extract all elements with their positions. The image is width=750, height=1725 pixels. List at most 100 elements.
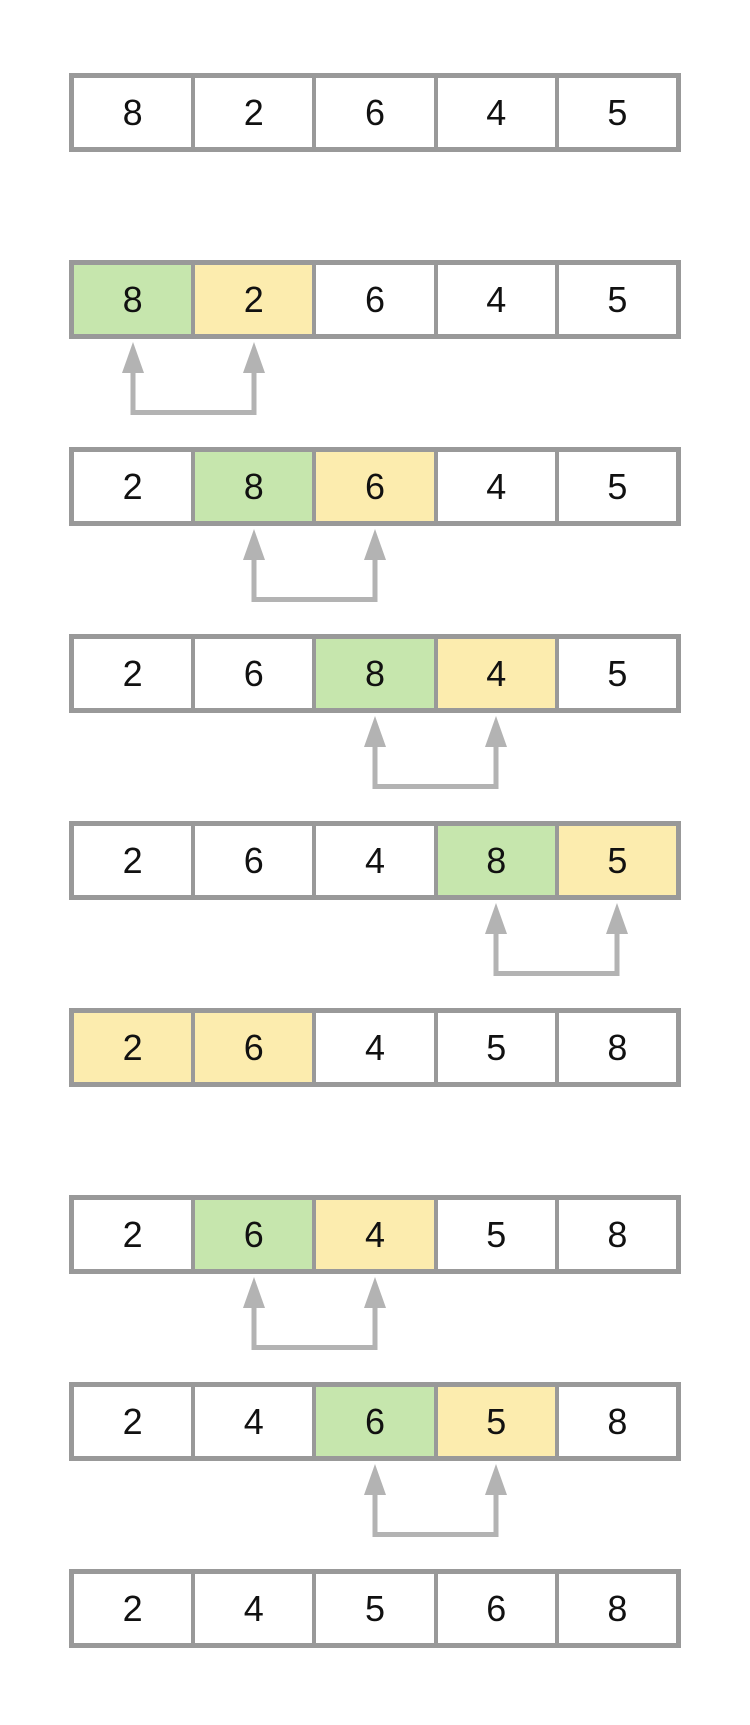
array-cell: 8 (193, 450, 315, 523)
array-cell: 4 (314, 1011, 436, 1084)
array-cell: 2 (72, 450, 194, 523)
arrow-head-icon (364, 1464, 386, 1495)
array-row: 2 4 6 5 8 (69, 1382, 681, 1461)
cell-value: 6 (243, 1026, 264, 1068)
cell-value: 8 (607, 1026, 628, 1068)
cell-value: 5 (364, 1587, 386, 1629)
arrow-head-icon (485, 1464, 507, 1495)
array-cell: 2 (72, 1011, 194, 1084)
array-row: 8 2 6 4 5 (69, 73, 681, 152)
cell-value: 2 (122, 1213, 143, 1255)
cell-value: 6 (364, 1400, 386, 1442)
array-cell: 8 (556, 1572, 679, 1645)
cell-value: 5 (607, 91, 628, 133)
cell-value: 2 (122, 1400, 143, 1442)
cell-value: 8 (122, 91, 143, 133)
cell-value: 6 (364, 465, 386, 507)
array-cell: 5 (556, 76, 679, 149)
array-row: 8 2 6 4 5 (69, 260, 681, 339)
array-cell: 8 (556, 1198, 679, 1271)
array-cell: 4 (435, 637, 557, 710)
cell-value: 6 (243, 1213, 264, 1255)
cell-value: 6 (243, 652, 264, 694)
cell-value: 4 (364, 1026, 386, 1068)
array-cell: 6 (193, 1198, 315, 1271)
cell-value: 8 (364, 652, 386, 694)
array-row: 2 6 4 5 8 (69, 1195, 681, 1274)
arrow-head-icon (243, 342, 265, 373)
cell-value: 4 (243, 1400, 264, 1442)
cell-value: 8 (607, 1213, 628, 1255)
cell-value: 2 (122, 839, 143, 881)
cell-value: 4 (364, 1213, 386, 1255)
array-cell: 4 (314, 1198, 436, 1271)
array-cell: 5 (556, 637, 679, 710)
cell-value: 8 (243, 465, 264, 507)
array-cell: 6 (314, 76, 436, 149)
cell-value: 4 (486, 91, 507, 133)
array-cell: 6 (193, 824, 315, 897)
arrow-head-icon (364, 716, 386, 747)
arrow-head-icon (485, 903, 507, 934)
array-cell: 6 (435, 1572, 557, 1645)
array-cell: 5 (556, 263, 679, 336)
cell-value: 4 (486, 465, 507, 507)
cell-value: 2 (122, 652, 143, 694)
array-cell: 2 (193, 263, 315, 336)
array-cell: 8 (314, 637, 436, 710)
cell-value: 2 (243, 278, 264, 320)
cell-value: 5 (607, 652, 628, 694)
array-cell: 5 (556, 450, 679, 523)
array-row: 2 4 5 6 8 (69, 1569, 681, 1648)
array-cell: 5 (314, 1572, 436, 1645)
array-cell: 2 (72, 1385, 194, 1458)
array-cell: 2 (72, 1572, 194, 1645)
arrow-head-icon (606, 903, 628, 934)
array-cell: 6 (193, 1011, 315, 1084)
array-cell: 6 (314, 1385, 436, 1458)
cell-value: 5 (486, 1213, 507, 1255)
array-cell: 2 (193, 76, 315, 149)
swap-arrow (364, 1464, 507, 1537)
swap-arrow (122, 342, 265, 415)
array-cell: 2 (72, 824, 194, 897)
array-cell: 2 (72, 1198, 194, 1271)
cell-value: 5 (607, 465, 628, 507)
cell-value: 6 (243, 839, 264, 881)
cell-value: 6 (486, 1587, 507, 1629)
arrow-head-icon (364, 1277, 386, 1308)
cell-value: 2 (122, 1026, 143, 1068)
cell-value: 4 (486, 278, 507, 320)
cell-value: 5 (607, 278, 628, 320)
cell-value: 6 (364, 278, 386, 320)
cell-value: 5 (486, 1400, 507, 1442)
array-cell: 6 (314, 263, 436, 336)
array-cell: 4 (435, 450, 557, 523)
cell-value: 4 (364, 839, 386, 881)
cell-value: 4 (243, 1587, 264, 1629)
swap-arrow (243, 529, 386, 602)
array-row: 2 8 6 4 5 (69, 447, 681, 526)
array-cell: 4 (314, 824, 436, 897)
cell-value: 2 (243, 91, 264, 133)
cell-value: 8 (122, 278, 143, 320)
cell-value: 5 (486, 1026, 507, 1068)
array-cell: 6 (314, 450, 436, 523)
array-cell: 2 (72, 637, 194, 710)
array-cell: 4 (435, 263, 557, 336)
array-cell: 8 (556, 1385, 679, 1458)
array-cell: 4 (435, 76, 557, 149)
cell-value: 8 (607, 1587, 628, 1629)
swap-arrow (364, 716, 507, 789)
arrow-head-icon (243, 529, 265, 560)
array-cell: 8 (435, 824, 557, 897)
array-cell: 8 (72, 263, 194, 336)
array-cell: 4 (193, 1385, 315, 1458)
array-cell: 5 (435, 1198, 557, 1271)
arrow-head-icon (122, 342, 144, 373)
cell-value: 8 (607, 1400, 628, 1442)
array-cell: 5 (556, 824, 679, 897)
swap-arrow (485, 903, 628, 976)
